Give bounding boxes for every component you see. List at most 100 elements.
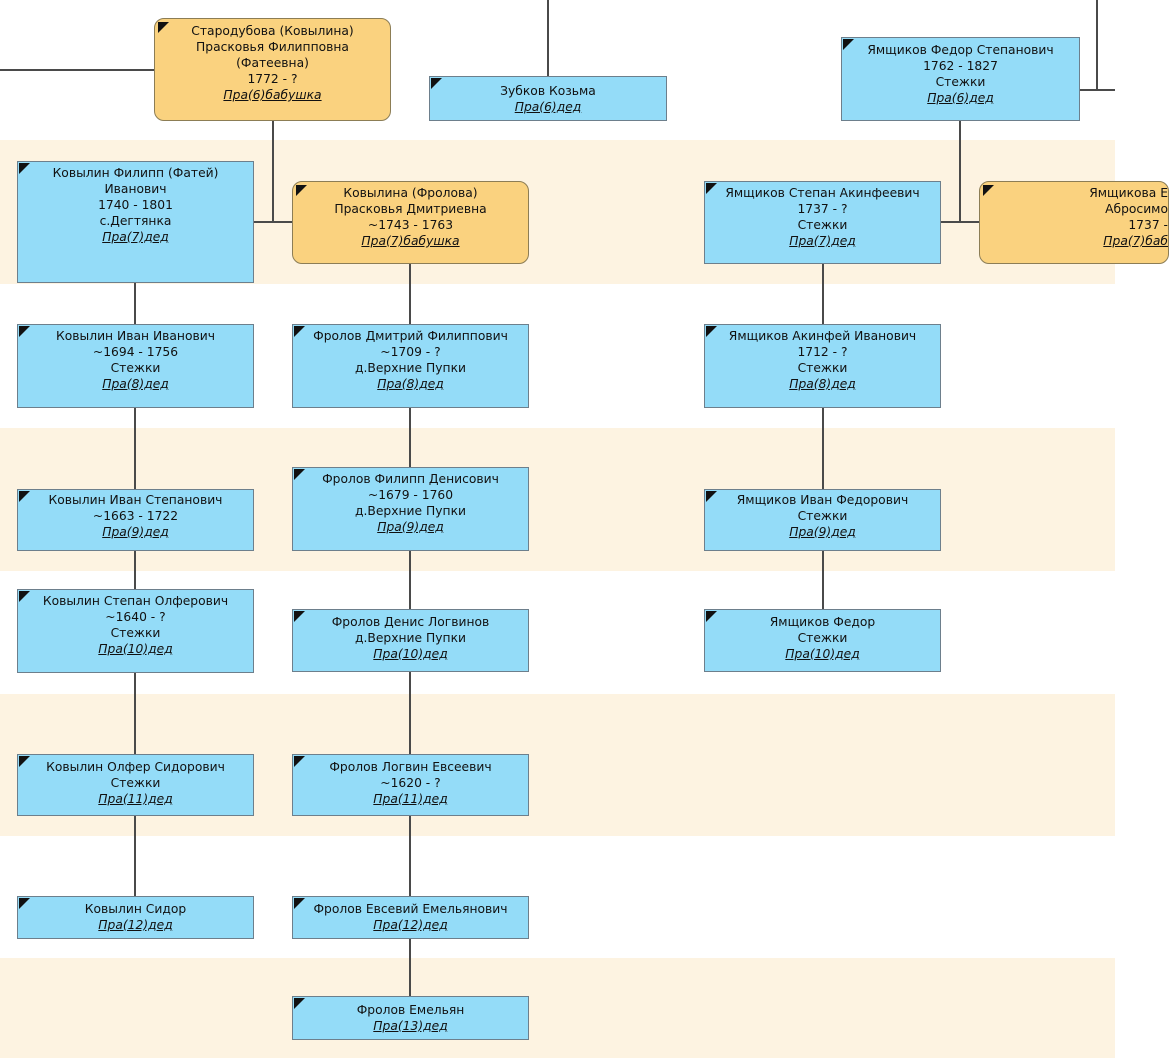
person-name: Ковылин Иван Степанович bbox=[48, 493, 223, 507]
person-detail: Стежки bbox=[110, 361, 161, 375]
person-detail: 1740 - 1801 bbox=[98, 198, 173, 212]
deceased-corner-flag-icon bbox=[19, 163, 30, 174]
person-detail: 1737 - ? bbox=[797, 202, 848, 216]
relation-label: Пра(6)бабушка bbox=[223, 88, 322, 102]
deceased-corner-flag-icon bbox=[431, 78, 442, 89]
deceased-corner-flag-icon bbox=[706, 491, 717, 502]
person-name: Фролов Емельян bbox=[356, 1003, 465, 1017]
tree-connectors bbox=[0, 0, 1115, 997]
person-detail: Прасковья Дмитриевна bbox=[334, 202, 487, 216]
person-name: Ямщиков Федор bbox=[769, 615, 876, 629]
person-name: Ямщиков Степан Акинфеевич bbox=[725, 186, 920, 200]
relation-label: Пра(6)дед bbox=[514, 100, 582, 114]
relation-label: Пра(9)дед bbox=[789, 525, 856, 539]
relation-label: Пра(8)дед bbox=[789, 377, 856, 391]
deceased-corner-flag-icon bbox=[706, 183, 717, 194]
person-detail: ~1620 - ? bbox=[380, 776, 441, 790]
relation-label: Пра(8)дед bbox=[102, 377, 169, 391]
deceased-corner-flag-icon bbox=[19, 491, 30, 502]
deceased-corner-flag-icon bbox=[19, 756, 30, 767]
person-detail: (Фатеевна) bbox=[236, 56, 309, 70]
person-name: Фролов Дмитрий Филиппович bbox=[313, 329, 508, 343]
person-detail: ~1640 - ? bbox=[105, 610, 166, 624]
deceased-corner-flag-icon bbox=[19, 326, 30, 337]
deceased-corner-flag-icon bbox=[296, 185, 307, 196]
person-name: Стародубова (Ковылина) bbox=[191, 24, 354, 38]
deceased-corner-flag-icon bbox=[294, 611, 305, 622]
person-detail: 1737 - bbox=[1128, 218, 1168, 232]
person-card[interactable]: Ковылина (Фролова)Прасковья Дмитриевна~1… bbox=[292, 181, 529, 264]
person-name: Ковылин Иван Иванович bbox=[56, 329, 215, 343]
person-detail: ~1743 - 1763 bbox=[367, 218, 454, 232]
person-name: Фролов Логвин Евсеевич bbox=[329, 760, 492, 774]
relation-label: Пра(9)дед bbox=[102, 525, 169, 539]
deceased-corner-flag-icon bbox=[19, 898, 30, 909]
person-card[interactable]: Фролов Филипп Денисович ~1679 - 1760 д.Вер… bbox=[292, 467, 529, 551]
person-card[interactable]: Фролов Логвин Евсеевич ~1620 - ? Пра(11)де… bbox=[292, 754, 529, 816]
person-detail: 1762 - 1827 bbox=[923, 59, 998, 73]
person-name: Ковылин Сидор bbox=[84, 902, 187, 916]
person-card[interactable]: Фролов Дмитрий Филиппович ~1709 - ? д.Верх… bbox=[292, 324, 529, 408]
deceased-corner-flag-icon bbox=[843, 39, 854, 50]
person-detail: Стежки bbox=[110, 626, 161, 640]
deceased-corner-flag-icon bbox=[158, 22, 169, 33]
deceased-corner-flag-icon bbox=[294, 998, 305, 1009]
person-detail: Стежки bbox=[935, 75, 986, 89]
person-name: Ямщиков Акинфей Иванович bbox=[728, 329, 917, 343]
person-name: Ямщиков Иван Федорович bbox=[736, 493, 909, 507]
person-detail: д.Верхние Пупки bbox=[355, 504, 466, 518]
deceased-corner-flag-icon bbox=[294, 469, 305, 480]
relation-label: Пра(6)дед bbox=[927, 91, 994, 105]
generation-band bbox=[0, 958, 1115, 1058]
relation-label: Пра(10)дед bbox=[785, 647, 860, 661]
person-detail: 1712 - ? bbox=[797, 345, 848, 359]
relation-label: Пра(7)бабушка bbox=[361, 234, 460, 248]
deceased-corner-flag-icon bbox=[294, 326, 305, 337]
deceased-corner-flag-icon bbox=[19, 591, 30, 602]
person-detail: ~1663 - 1722 bbox=[92, 509, 179, 523]
person-name: Фролов Филипп Денисович bbox=[322, 472, 499, 486]
person-name: Ямщиков Федор Степанович bbox=[867, 43, 1054, 57]
person-name: Фролов Денис Логвинов bbox=[331, 615, 490, 629]
person-detail: Стежки bbox=[797, 361, 848, 375]
person-name: Ковылин Филипп (Фатей) bbox=[52, 166, 219, 180]
person-name: Ямщикова Е bbox=[1089, 186, 1168, 200]
person-detail: ~1679 - 1760 bbox=[367, 488, 454, 502]
relation-label: Пра(7)дед bbox=[102, 230, 169, 244]
person-card[interactable]: Ковылин Филипп (Фатей) Иванович 1740 - 180… bbox=[17, 161, 254, 283]
relation-label: Пра(11)дед bbox=[98, 792, 173, 806]
relation-label: Пра(13)дед bbox=[373, 1019, 448, 1033]
relation-label: Пра(10)дед bbox=[98, 642, 173, 656]
person-detail: Стежки bbox=[797, 631, 848, 645]
person-detail: Стежки bbox=[110, 776, 161, 790]
person-detail: д.Верхние Пупки bbox=[355, 361, 466, 375]
relation-label: Пра(9)дед bbox=[377, 520, 444, 534]
person-name: Фролов Евсевий Емельянович bbox=[313, 902, 508, 916]
relation-label: Пра(11)дед bbox=[373, 792, 448, 806]
person-detail: Стежки bbox=[797, 218, 848, 232]
person-detail: Иванович bbox=[104, 182, 167, 196]
deceased-corner-flag-icon bbox=[706, 326, 717, 337]
relation-label: Пра(12)дед bbox=[98, 918, 173, 932]
person-name: Зубков Козьма bbox=[500, 84, 596, 98]
person-detail: д.Верхние Пупки bbox=[355, 631, 466, 645]
relation-label: Пра(10)дед bbox=[373, 647, 448, 661]
person-card[interactable]: Стародубова (Ковылина)Прасковья Филиппов… bbox=[154, 18, 391, 121]
relation-label: Пра(12)дед bbox=[373, 918, 448, 932]
person-detail: ~1709 - ? bbox=[380, 345, 441, 359]
